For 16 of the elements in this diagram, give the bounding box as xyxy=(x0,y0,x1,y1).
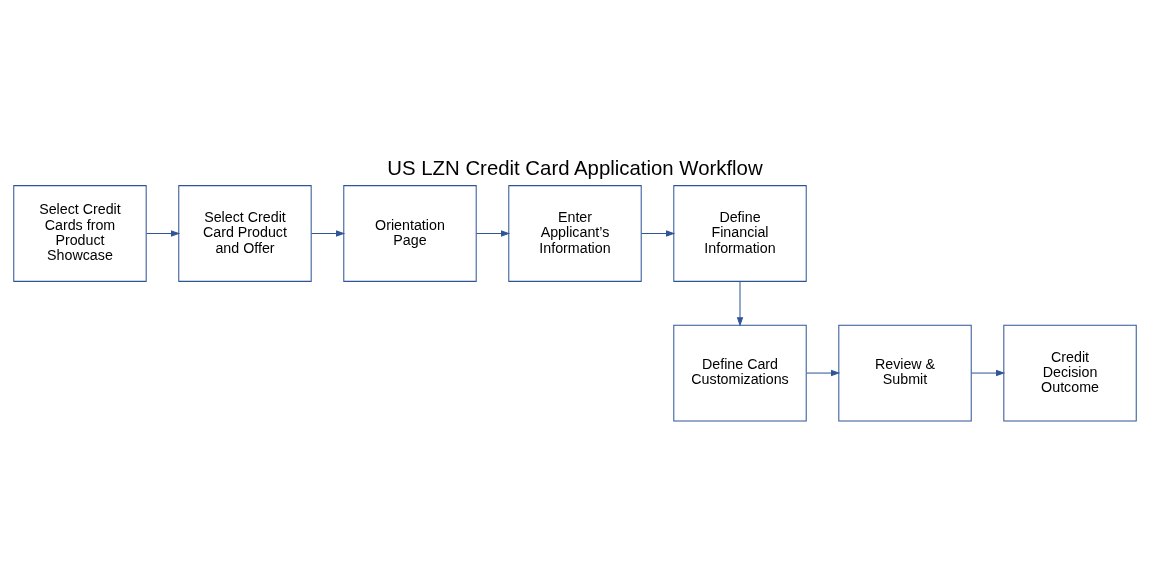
node-box: Select Credit Card Product and Offer xyxy=(178,184,312,282)
arrow xyxy=(476,229,511,237)
node-box: Enter Applicant’s Information xyxy=(508,184,642,282)
diagram-title: US LZN Credit Card Application Workflow xyxy=(387,156,763,179)
arrow xyxy=(146,229,181,237)
arrow xyxy=(736,280,744,326)
arrow xyxy=(971,369,1006,376)
node-box: Select Credit Cards from Product Showcase xyxy=(13,184,147,282)
node-box: Define Card Customizations xyxy=(673,324,807,421)
arrow xyxy=(311,229,346,237)
node-box: Review & Submit xyxy=(838,324,972,421)
arrow xyxy=(806,369,841,376)
node-box: Credit Decision Outcome xyxy=(1003,324,1137,421)
node-box: Define Financial Information xyxy=(673,184,807,282)
arrow xyxy=(641,229,676,237)
node-box: Orientation Page xyxy=(343,184,477,282)
